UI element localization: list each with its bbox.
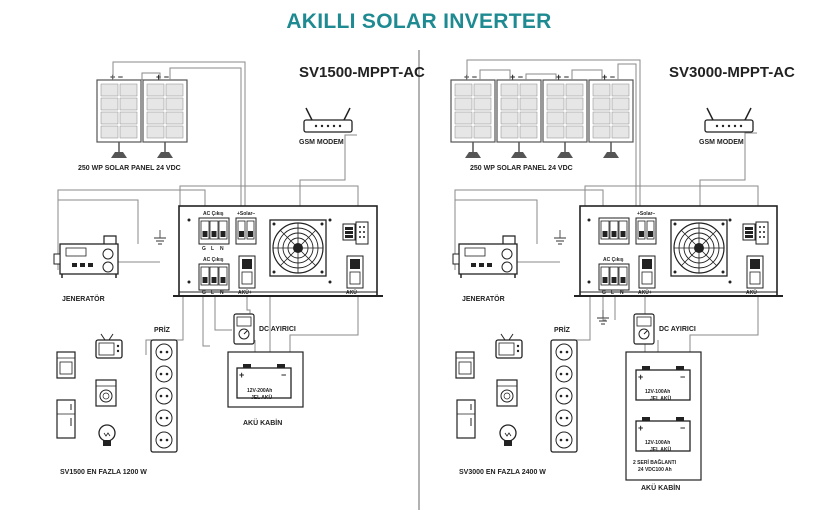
socket-strip [550, 339, 578, 453]
solar-panel [542, 79, 588, 159]
max-power-label: SV1500 EN FAZLA 1200 W [60, 469, 147, 476]
dryer-icon [56, 351, 76, 379]
svg-text:+ −: + − [110, 72, 123, 82]
fridge-icon [456, 399, 476, 439]
generator [53, 235, 119, 279]
terminal-g: G [202, 246, 206, 252]
svg-text:+ −: + − [510, 72, 523, 82]
battery-type: JEL AKÜ [650, 446, 672, 453]
dc-breaker [233, 313, 255, 345]
series-voltage-note: 24 VDC100 Ah [638, 467, 672, 473]
terminal-n: N [220, 246, 224, 252]
terminal-n: N [620, 290, 624, 296]
ground-symbol [596, 309, 610, 325]
battery-cabinet-label: AKÜ KABİN [641, 483, 680, 492]
sv1500-section: SV1500-MPPT-AC + − + − 250 WP SOLAR PANE… [53, 61, 425, 476]
sv3000-section: SV3000-MPPT-AC + − + − + − + − 250 WP SO… [450, 59, 795, 492]
tv-icon [95, 333, 123, 359]
generator-label: JENERATÖR [462, 294, 505, 303]
solar-terminal-label: +Solar− [637, 211, 655, 217]
battery-minus-label: AKÜ− [346, 289, 360, 296]
gsm-modem [303, 107, 353, 133]
ac-output-label: AC Çıkış [203, 257, 224, 263]
svg-text:−: − [281, 370, 286, 380]
ground-symbol [153, 229, 167, 245]
terminal-l: L [211, 290, 214, 296]
terminal-l: L [611, 290, 614, 296]
dc-breaker-label: DC AYIRICI [259, 326, 296, 333]
generator [452, 235, 518, 279]
terminal-g: G [202, 290, 206, 296]
bulb-icon [499, 424, 517, 447]
battery-capacity: 12V-200Ah [247, 388, 272, 394]
washer-icon [95, 379, 117, 407]
battery-plus-label: AKÜ+ [638, 289, 652, 296]
battery-type: JEL AKÜ [650, 395, 672, 402]
generator-label: JENERATÖR [62, 294, 105, 303]
svg-text:+: + [638, 372, 643, 382]
svg-text:−: − [680, 423, 685, 433]
ac-output-label: AC Çıkış [603, 257, 624, 263]
max-power-label: SV3000 EN FAZLA 2400 W [459, 469, 546, 476]
battery-minus-label: AKÜ− [746, 289, 760, 296]
terminal-n: N [220, 290, 224, 296]
inverter-unit [574, 205, 783, 297]
solar-terminal-label: +Solar− [237, 211, 255, 217]
series-connection-note: 2 SERİ BAĞLANTI [633, 458, 677, 466]
solar-panel-label: 250 WP SOLAR PANEL 24 VDC [470, 165, 573, 172]
sv3000-model-title: SV3000-MPPT-AC [669, 64, 795, 81]
svg-text:+ −: + − [156, 72, 169, 82]
battery-cabinet-label: AKÜ KABİN [243, 418, 282, 427]
gsm-modem-label: GSM MODEM [299, 139, 344, 146]
terminal-g: G [602, 290, 606, 296]
battery-plus-label: AKÜ+ [238, 289, 252, 296]
ac-input-label: AC Çıkış [203, 211, 224, 217]
fridge-icon [56, 399, 76, 439]
svg-text:+ −: + − [602, 72, 615, 82]
solar-panel [450, 79, 496, 159]
svg-text:+ −: + − [464, 72, 477, 82]
sv1500-model-title: SV1500-MPPT-AC [299, 64, 425, 81]
svg-text:−: − [680, 372, 685, 382]
battery-capacity: 12V-100Ah [645, 389, 670, 395]
dryer-icon [455, 351, 475, 379]
solar-panel [96, 79, 142, 159]
gsm-modem-label: GSM MODEM [699, 139, 744, 146]
solar-panel [142, 79, 188, 159]
svg-text:+ −: + − [556, 72, 569, 82]
battery-capacity: 12V-100Ah [645, 440, 670, 446]
ground-symbol [553, 229, 567, 245]
solar-panel [588, 79, 634, 159]
svg-text:+: + [638, 423, 643, 433]
bulb-icon [98, 424, 116, 447]
socket-label: PRİZ [554, 326, 571, 334]
dc-breaker [633, 313, 655, 345]
terminal-l: L [211, 246, 214, 252]
page-title: AKILLI SOLAR INVERTER [286, 10, 552, 33]
tv-icon [495, 333, 523, 359]
socket-label: PRİZ [154, 326, 171, 334]
dc-breaker-label: DC AYIRICI [659, 326, 696, 333]
socket-strip [150, 339, 178, 453]
battery-type: JEL AKÜ [251, 394, 273, 401]
solar-panel [496, 79, 542, 159]
washer-icon [496, 379, 518, 407]
inverter-unit [173, 205, 383, 297]
gsm-modem [704, 107, 754, 133]
solar-panel-label: 250 WP SOLAR PANEL 24 VDC [78, 165, 181, 172]
svg-text:+: + [239, 370, 244, 380]
